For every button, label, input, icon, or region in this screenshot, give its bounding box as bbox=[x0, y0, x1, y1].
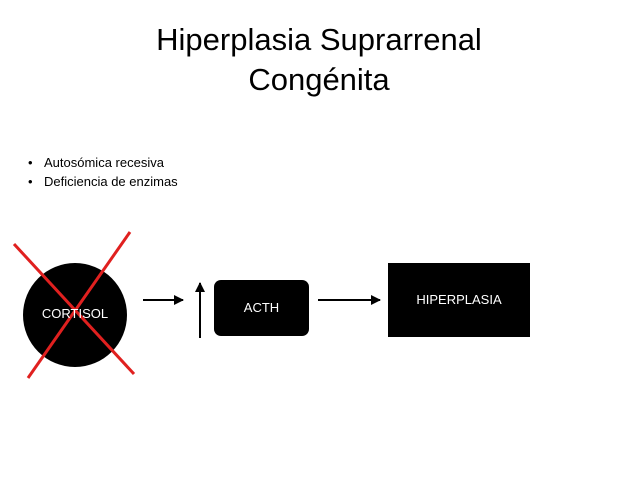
hiperplasia-label: HIPERPLASIA bbox=[416, 292, 502, 307]
cortisol-label: CORTISOL bbox=[41, 306, 109, 321]
title-line-1: Hiperplasia Suprarrenal bbox=[156, 22, 482, 57]
slide-title: Hiperplasia Suprarrenal Congénita bbox=[0, 20, 638, 100]
acth-node bbox=[214, 280, 309, 336]
cross-line-1 bbox=[12, 242, 136, 376]
bullet-item: Autosómica recesiva bbox=[28, 153, 178, 172]
hiperplasia-node bbox=[388, 263, 530, 337]
acth-label: ACTH bbox=[243, 300, 280, 315]
cortisol-node bbox=[23, 263, 127, 367]
cross-line-2 bbox=[26, 231, 132, 379]
bullet-item: Deficiencia de enzimas bbox=[28, 172, 178, 191]
title-line-2: Congénita bbox=[248, 62, 390, 97]
bullet-list: Autosómica recesiva Deficiencia de enzim… bbox=[28, 153, 178, 191]
